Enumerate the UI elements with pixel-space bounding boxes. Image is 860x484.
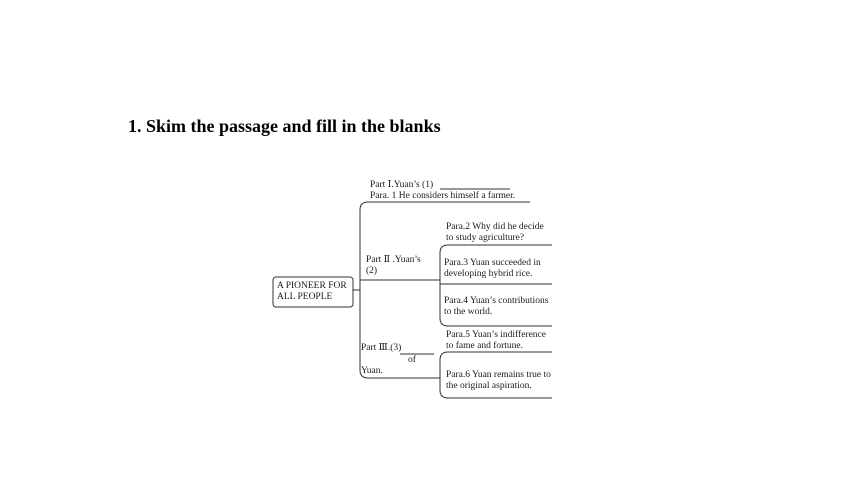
- para6-line2: the original aspiration.: [446, 381, 532, 391]
- part2-sub-trunk: [439, 244, 449, 327]
- part1-para1: Para. 1 He considers himself a farmer.: [370, 191, 516, 201]
- para6-line1: Para.6 Yuan remains true to: [446, 370, 551, 380]
- part3-of: of: [408, 355, 416, 365]
- para2-line1: Para.2 Why did he decide: [446, 222, 544, 232]
- part3-line1: Part Ⅲ.(3): [361, 343, 402, 353]
- part2-line1: Part Ⅱ .Yuan’s: [366, 255, 421, 265]
- part1-title: Part Ⅰ.Yuan’s (1): [370, 180, 434, 190]
- para4-line2: to the world.: [444, 307, 493, 317]
- para5-line2: to fame and fortune.: [446, 341, 524, 351]
- para4-line1: Para.4 Yuan’s contributions: [444, 296, 549, 306]
- root-label-line2: ALL PEOPLE: [277, 292, 333, 302]
- root-box: [272, 276, 354, 308]
- para5-line1: Para.5 Yuan’s indifference: [446, 330, 546, 340]
- part2-line2: (2): [366, 266, 378, 276]
- part3-line2: Yuan.: [361, 366, 383, 376]
- root-label-line1: A PIONEER FOR: [277, 281, 347, 291]
- para3-line1: Para.3 Yuan succeeded in: [444, 258, 541, 268]
- part3-sub-trunk: [439, 351, 449, 399]
- para2-line2: to study agriculture?: [446, 233, 525, 243]
- para3-line2: developing hybrid rice.: [444, 269, 533, 279]
- page-heading: 1. Skim the passage and fill in the blan…: [128, 116, 441, 136]
- main-trunk: [359, 201, 369, 379]
